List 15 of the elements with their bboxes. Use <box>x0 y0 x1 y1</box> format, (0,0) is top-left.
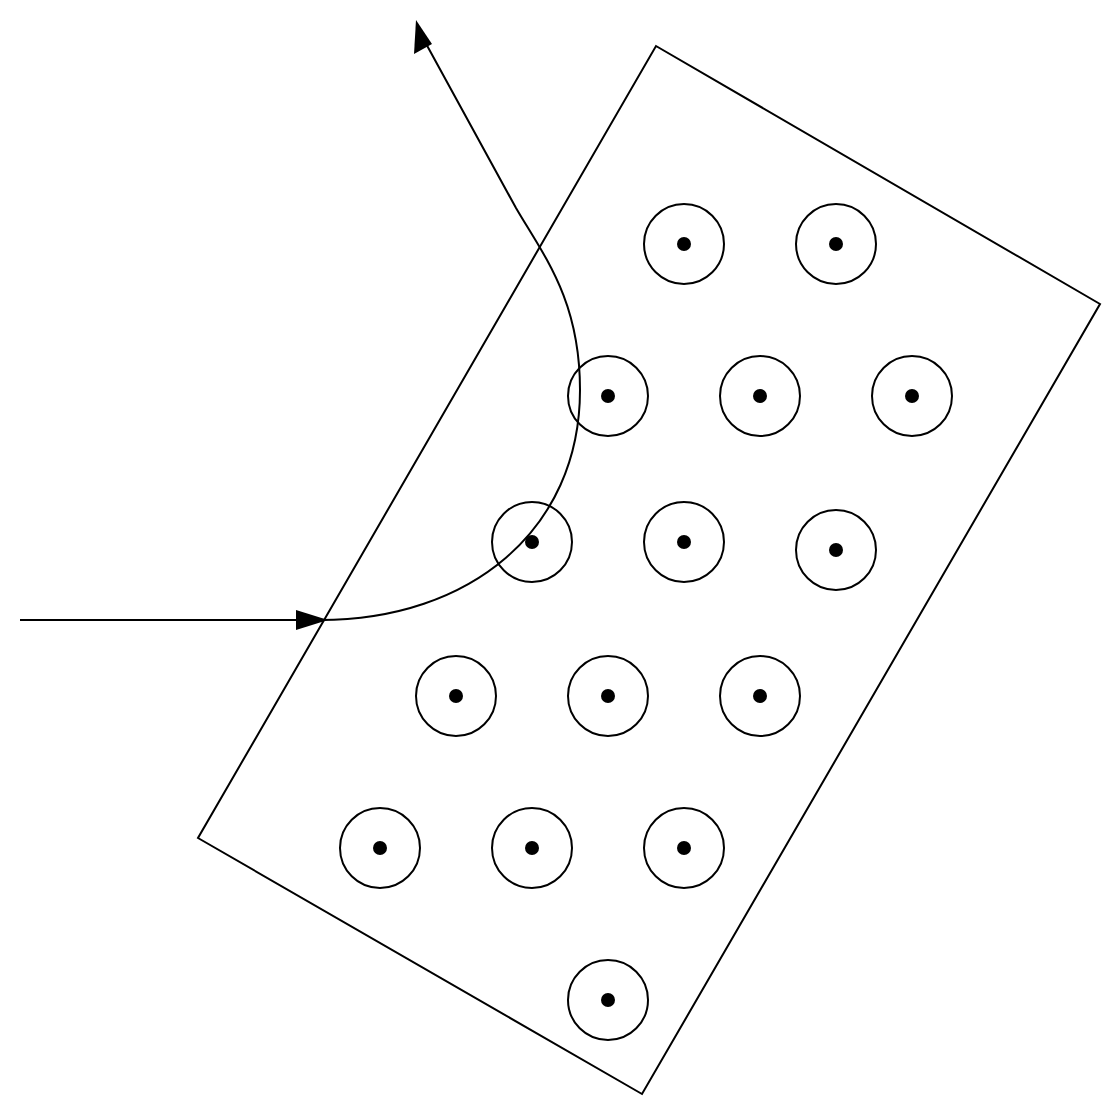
ring-with-dot <box>414 654 498 738</box>
ring-with-dot <box>718 654 802 738</box>
ring-with-dot <box>490 500 574 584</box>
ring-with-dot <box>870 354 954 438</box>
ring-with-dot <box>490 806 574 890</box>
ring-with-dot <box>642 202 726 286</box>
ring-with-dot <box>642 500 726 584</box>
ring-with-dot <box>566 958 650 1042</box>
ring-with-dot <box>566 354 650 438</box>
ring-with-dot <box>718 354 802 438</box>
ring-with-dot <box>338 806 422 890</box>
ring-with-dot <box>794 202 878 286</box>
ring-with-dot <box>566 654 650 738</box>
ring-with-dot <box>642 806 726 890</box>
ring-with-dot <box>794 508 878 592</box>
